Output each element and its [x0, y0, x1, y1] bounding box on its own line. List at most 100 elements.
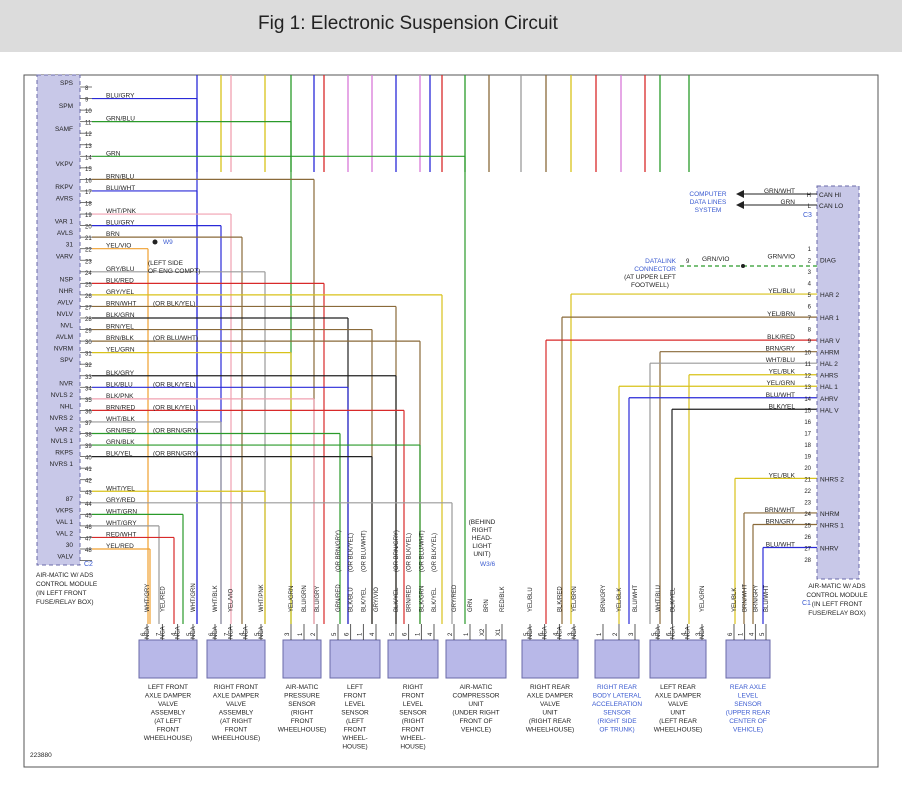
computer-data-lines-label: SYSTEM — [695, 207, 722, 214]
left-pin-number: 19 — [85, 213, 92, 219]
left-pin-number: 15 — [85, 167, 92, 173]
left-wire-alt-label: (OR BRN/GRY) — [153, 428, 198, 435]
right-module-label: CONTROL MODULE — [806, 592, 868, 599]
component-name: VEHICLE) — [461, 727, 491, 734]
component-name: (AT LEFT — [154, 718, 182, 725]
left-pin-number: 35 — [85, 398, 92, 404]
left-pin-function: VALV — [57, 554, 73, 561]
right-pin-function: DIAG — [820, 258, 836, 265]
component-wire-label: BRN — [484, 599, 490, 612]
left-pin-number: 36 — [85, 409, 92, 415]
component-name: ASSEMBLY — [219, 710, 254, 717]
component-name: LEFT REAR — [660, 684, 696, 691]
splice-dot — [741, 264, 745, 268]
left-pin-function: RKPV — [55, 184, 73, 191]
left-wire-color-label: RED/WHT — [106, 531, 136, 538]
component-pin-number: 6 — [345, 632, 351, 636]
left-wire-alt-label: (OR BLK/YEL) — [153, 381, 195, 388]
left-pin-function: NSP — [60, 276, 73, 283]
arrow-icon — [736, 201, 744, 209]
component-wire-label: RED/BLK — [500, 586, 506, 612]
left-module-label: FUSE/RELAY BOX) — [36, 599, 94, 606]
left-pin-function: SPS — [60, 80, 74, 87]
compressor-location-note: LIGHT — [472, 543, 491, 550]
component-box — [725, 639, 771, 679]
component-name: VALVE — [540, 701, 561, 708]
left-pin-number: 41 — [85, 467, 92, 473]
component-name: VALVE — [668, 701, 689, 708]
ground-id: W9 — [163, 239, 173, 246]
component-wire-label: WHT/GRY — [145, 584, 151, 612]
diagram-reference-id: 223880 — [30, 752, 52, 759]
component-pin-number: 7 — [156, 632, 162, 636]
right-pin-number: 5 — [808, 293, 812, 299]
left-wire-color-label: BLU/WHT — [106, 185, 135, 192]
right-pin-function: HAR V — [820, 338, 841, 345]
left-pin-function: NVLV — [57, 311, 74, 318]
left-pin-number: 42 — [85, 479, 92, 485]
component-tag: NCA — [528, 626, 534, 639]
left-pin-function: NVRS 1 — [50, 461, 74, 468]
component-name: FRONT — [344, 727, 366, 734]
left-wire-color-label: BLU/GRY — [106, 93, 135, 100]
right-pin-number: 13 — [804, 385, 811, 391]
left-pin-function: AVLS — [57, 230, 74, 237]
component-tag: NCA — [557, 626, 563, 639]
component-name: WHEEL- — [400, 735, 425, 742]
component-wire-label: BLK/YEL — [394, 587, 400, 612]
computer-data-lines-label: DATA LINES — [690, 199, 727, 206]
component-wire-label: GRN — [468, 599, 474, 612]
right-pin-number: 27 — [804, 547, 811, 553]
left-pin-number: 34 — [85, 386, 92, 392]
right-top-pin-number: H — [807, 193, 811, 199]
component-pin-number: 5 — [332, 632, 338, 636]
component-pin-number: 6 — [141, 632, 147, 636]
component-tag: NCA — [543, 626, 549, 639]
component-pin-number: 5 — [187, 632, 193, 636]
component-name: RIGHT FRONT — [214, 684, 258, 691]
component-pin-number: 6 — [209, 632, 215, 636]
ground-location-label: OF ENG COMPT) — [148, 268, 200, 275]
left-wire-color-label: GRN/BLK — [106, 439, 135, 446]
left-pin-number: 48 — [85, 548, 92, 554]
right-pin-function: HAL 2 — [820, 361, 838, 368]
component-wire-label: YEL/GRN — [289, 586, 295, 612]
component-name: BODY LATERAL — [593, 693, 642, 700]
left-wire-color-label: BRN — [106, 231, 120, 238]
component-name: REAR AXLE — [730, 684, 767, 691]
component-pin-number: 2 — [613, 632, 619, 636]
right-pin-function: HAR 1 — [820, 315, 840, 322]
component-name: FRONT — [157, 727, 179, 734]
left-wire-alt-label: (OR BRN/GRY) — [153, 451, 198, 458]
component-pin-number: 3 — [285, 632, 291, 636]
compressor-location-note: HEAD- — [472, 535, 492, 542]
right-wire-color-label: YEL/BLU — [768, 288, 795, 295]
datalink-location-label: (AT UPPER LEFT — [624, 274, 676, 281]
right-pin-number: 17 — [804, 431, 811, 437]
right-wire-color-label: WHT/BLU — [766, 357, 796, 364]
component-pin-number: 2 — [448, 632, 454, 636]
component-name: SENSOR — [603, 710, 631, 717]
component-wire-label: BLU/WHT — [633, 585, 639, 612]
component-name: (RIGHT — [402, 718, 424, 725]
left-pin-number: 25 — [85, 282, 92, 288]
component-name: (RIGHT — [291, 710, 313, 717]
right-pin-number: 10 — [804, 351, 811, 357]
datalink-wire-label: GRN/VIO — [702, 256, 729, 263]
left-pin-function: 31 — [66, 242, 74, 249]
component-box — [445, 639, 507, 679]
component-wire-label: YEL/VIO — [228, 588, 234, 612]
left-pin-number: 47 — [85, 536, 92, 542]
component-wire-label: BRN/GRY — [753, 585, 759, 612]
component-name: LEFT FRONT — [148, 684, 188, 691]
component-pin-number: X1 — [496, 628, 502, 636]
component-tag: NCA — [700, 626, 706, 639]
component-name: UNIT — [670, 710, 685, 717]
left-pin-number: 17 — [85, 190, 92, 196]
component-name: VEHICLE) — [733, 727, 763, 734]
component-name: WHEEL- — [342, 735, 367, 742]
left-pin-number: 14 — [85, 155, 92, 161]
left-pin-number: 20 — [85, 225, 92, 231]
component-pin-number: 1 — [298, 632, 304, 636]
